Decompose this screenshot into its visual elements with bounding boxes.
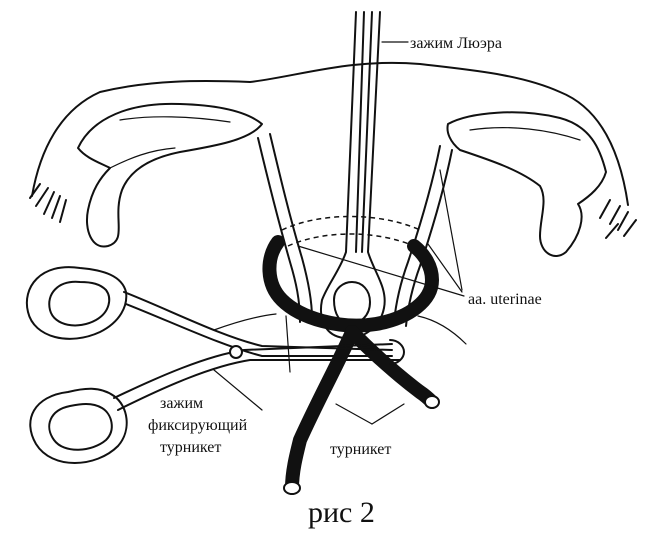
lower-uterine-segment [282,217,420,247]
luer-clamp [321,12,385,338]
label-fixing-clamp-line3: турникет [160,439,221,456]
label-luer-clamp: зажим Люэра [410,35,502,52]
leader-fixing-clamp [214,370,262,410]
label-tourniquet: турникет [330,441,391,458]
leader-artery-left [298,246,464,296]
label-fixing-clamp-line1: зажим [160,395,203,412]
label-uterine-arteries: aa. uterinae [468,291,542,308]
figure-caption: рис 2 [308,496,375,529]
leader-tourniquet-left [336,404,372,424]
leader-tourniquet-right [372,404,404,424]
leader-artery-right-1 [440,170,462,290]
right-adnexa [448,112,637,256]
label-fixing-clamp-line2: фиксирующий [148,417,248,434]
left-adnexa [30,104,262,247]
